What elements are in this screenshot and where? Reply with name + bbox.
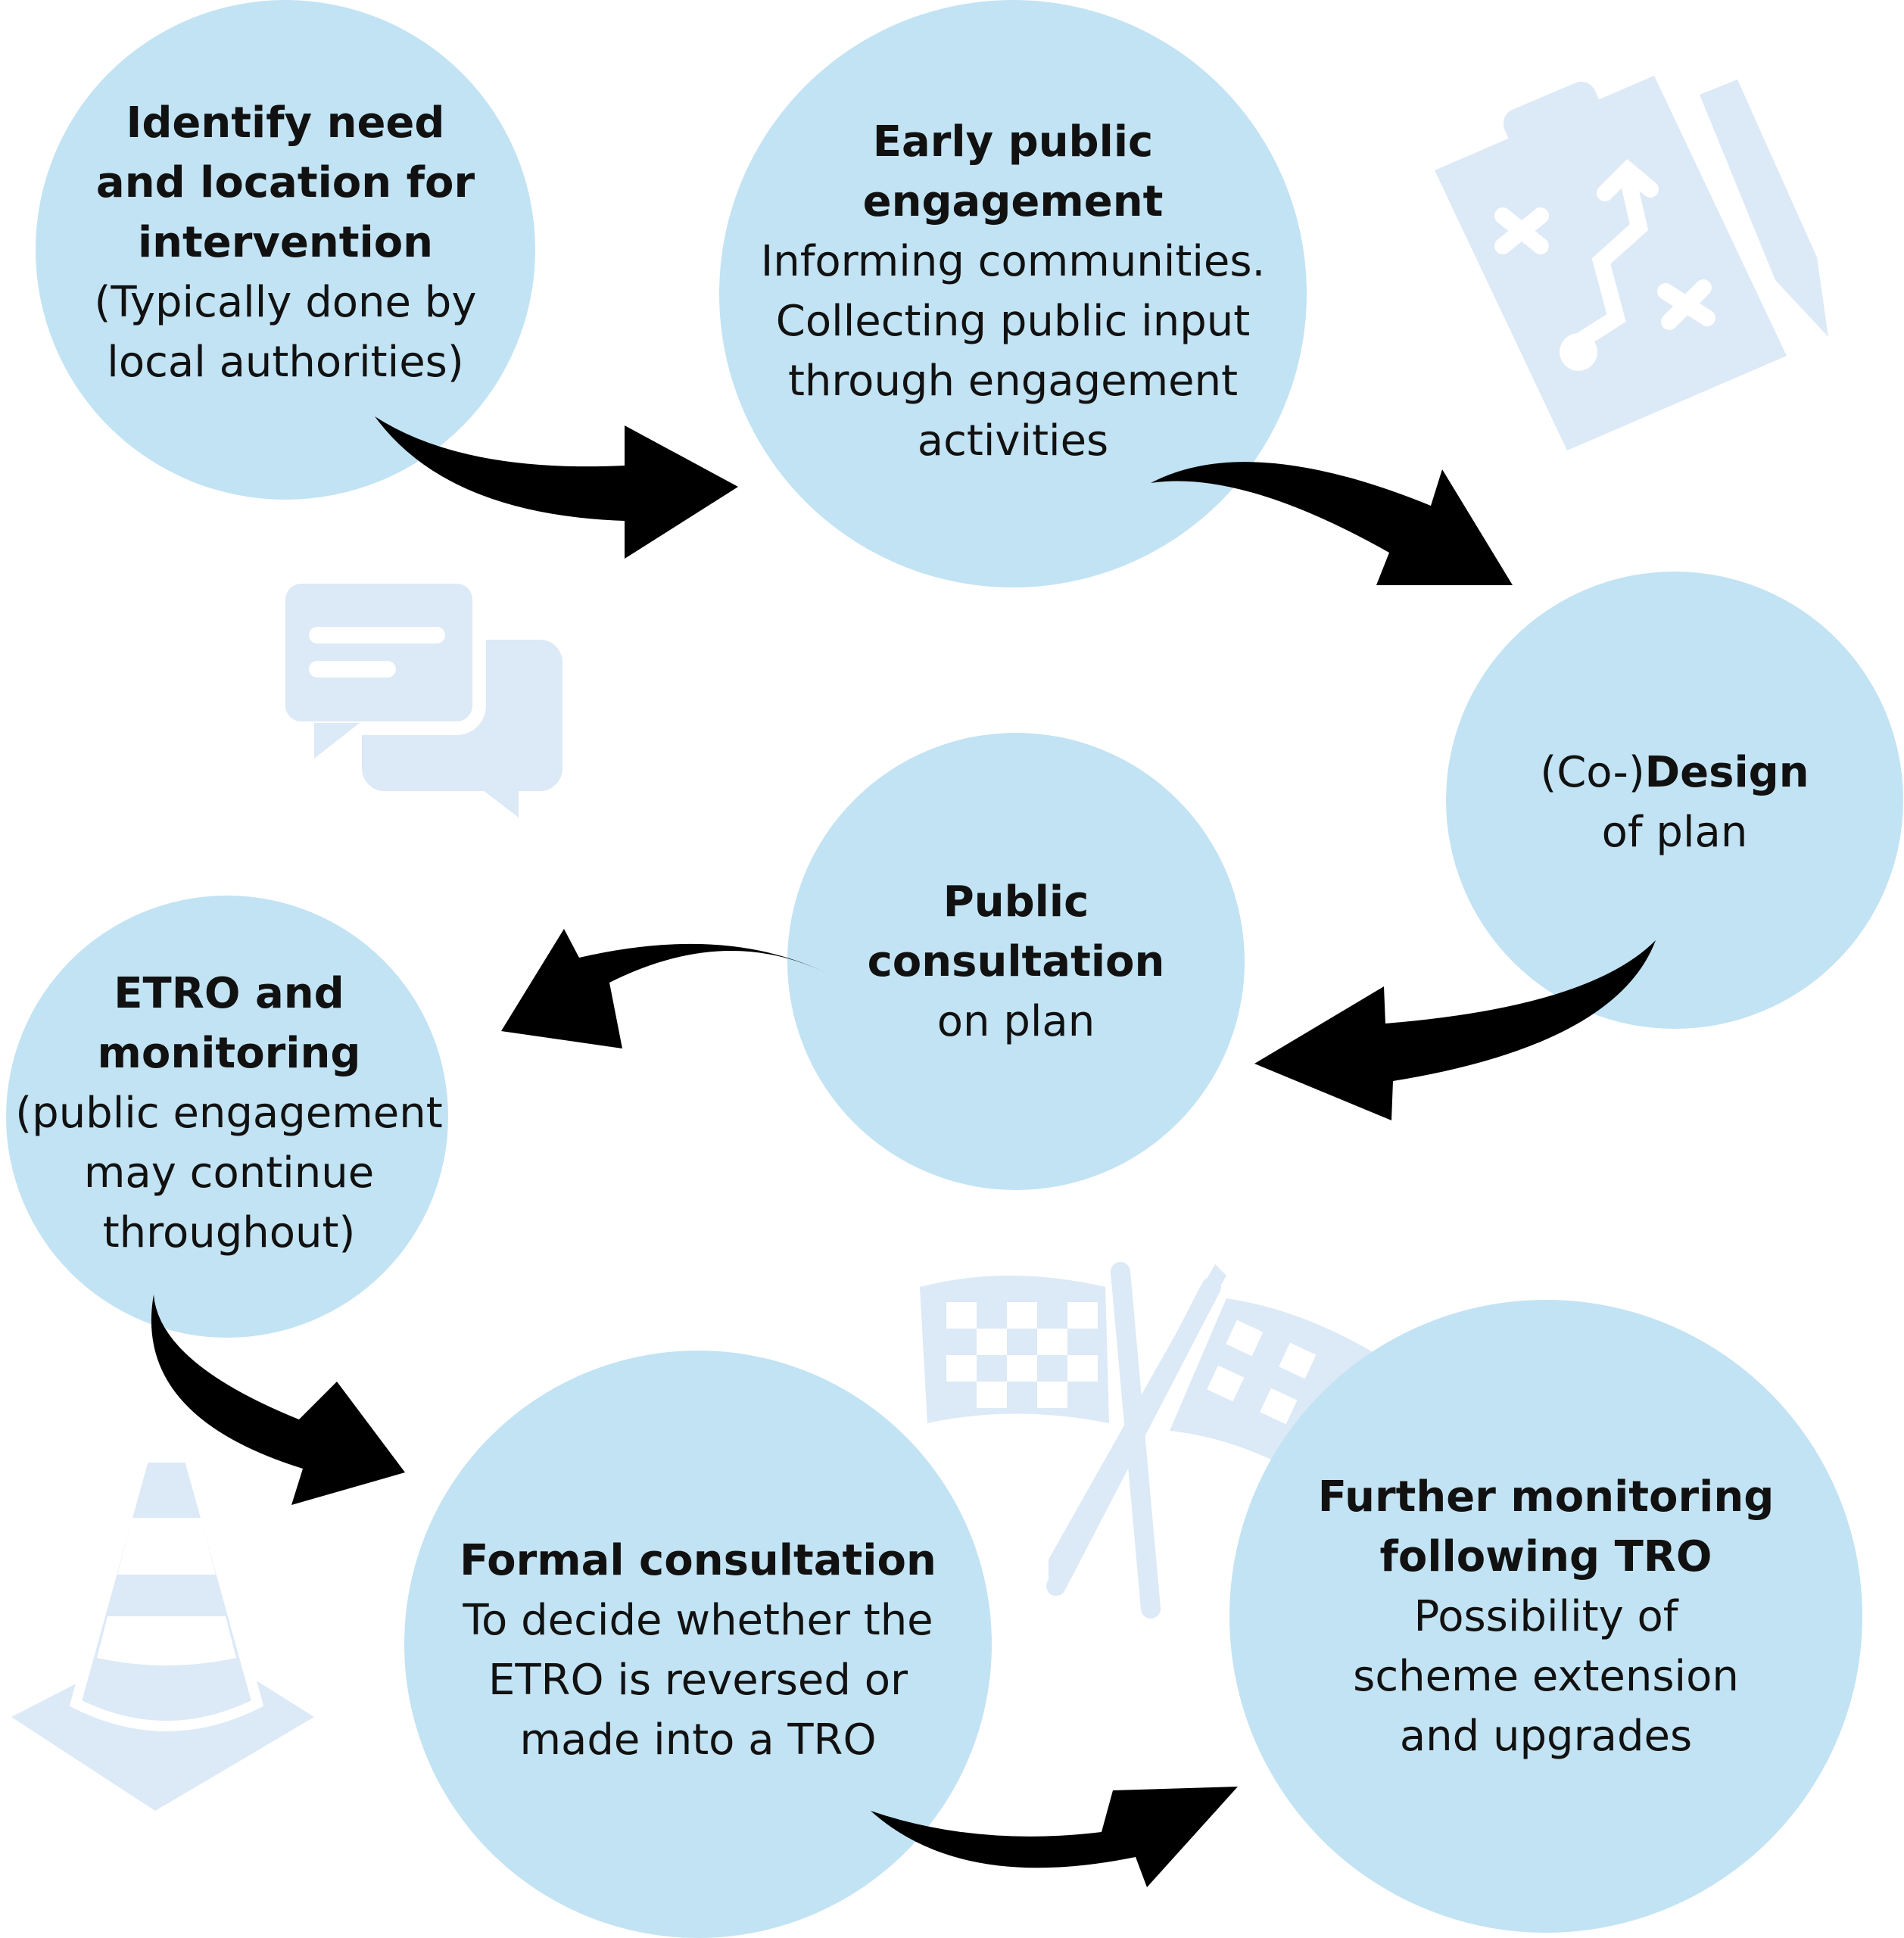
stage-early-engagement: Early public engagement Informing commun… — [710, 110, 1316, 473]
circle-co-design — [1446, 572, 1903, 1029]
arrow-2-to-3 — [1151, 462, 1513, 585]
stage-description: Informing communities. Collecting public… — [760, 237, 1266, 466]
circle-public-consultation — [787, 733, 1245, 1190]
arrow-6-to-7 — [871, 1787, 1238, 1887]
chat-bubbles-icon — [272, 570, 562, 818]
stage-title: Formal consultation — [460, 1536, 936, 1585]
stage-title: Public consultation — [867, 877, 1165, 986]
stage-heading: (Co-)Design — [1540, 743, 1809, 802]
stage-title: Further monitoring following TRO — [1317, 1472, 1775, 1581]
stage-description: on plan — [936, 996, 1095, 1046]
arrow-4-to-5 — [501, 929, 829, 1048]
stage-description: Possibility of scheme extension and upgr… — [1353, 1591, 1739, 1761]
traffic-cone-icon — [11, 1452, 314, 1811]
circle-etro-monitoring — [6, 896, 448, 1338]
stage-co-design: (Co-)Design of plan — [1484, 738, 1865, 867]
circle-formal-consultation — [404, 1351, 992, 1938]
stage-description: (public engagement may continue througho… — [15, 1088, 443, 1257]
stage-etro-monitoring: ETRO and monitoring (public engagement m… — [4, 961, 454, 1264]
arrow-3-to-4 — [1254, 940, 1656, 1120]
arrow-5-to-6 — [151, 1295, 405, 1505]
stage-identify-need: Identify need and location for intervent… — [36, 76, 535, 409]
stage-title: Identify need and location for intervent… — [95, 98, 475, 267]
circle-further-monitoring — [1229, 1300, 1862, 1933]
stage-description: of plan — [1601, 808, 1748, 857]
stage-title: ETRO and monitoring — [97, 968, 361, 1078]
circle-identify-need — [36, 0, 535, 500]
arrow-1-to-2 — [375, 416, 738, 559]
map-plan-icon — [1435, 76, 1828, 450]
stage-description: (Typically done by local authorities) — [94, 277, 477, 387]
stage-further-monitoring: Further monitoring following TRO Possibi… — [1287, 1465, 1805, 1768]
stage-title: Early public engagement — [862, 117, 1164, 226]
stage-title: Design — [1644, 748, 1809, 797]
stage-public-consultation: Public consultation on plan — [825, 871, 1207, 1052]
stage-description: To decide whether the ETRO is reversed o… — [463, 1596, 933, 1765]
stage-formal-consultation: Formal consultation To decide whether th… — [424, 1525, 972, 1775]
stage-title-prefix: (Co-) — [1540, 748, 1645, 797]
circle-early-engagement — [719, 0, 1307, 587]
